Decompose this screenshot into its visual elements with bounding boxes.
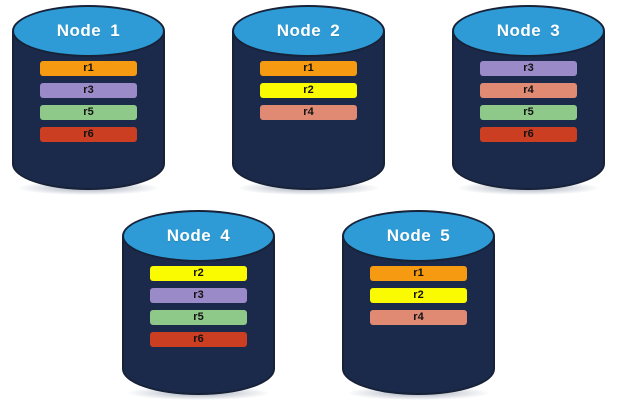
replica-list: r2 r3 r5 r6 xyxy=(150,266,247,354)
replica-list: r1 r2 r4 xyxy=(370,266,467,332)
replica-bar[interactable]: r2 xyxy=(150,266,247,281)
replica-bar[interactable]: r3 xyxy=(150,288,247,303)
cylinder-top-ellipse xyxy=(342,210,495,262)
replica-list: r1 r3 r5 r6 xyxy=(40,61,137,149)
replica-bar[interactable]: r6 xyxy=(480,127,577,142)
cylinder-top-ellipse xyxy=(122,210,275,262)
replica-bar[interactable]: r1 xyxy=(370,266,467,281)
replica-bar[interactable]: r3 xyxy=(40,83,137,98)
replica-bar[interactable]: r5 xyxy=(480,105,577,120)
replica-bar[interactable]: r1 xyxy=(40,61,137,76)
replica-bar[interactable]: r5 xyxy=(150,310,247,325)
cylinder-body xyxy=(452,31,605,190)
replica-bar[interactable]: r5 xyxy=(40,105,137,120)
cylinder-top-ellipse xyxy=(12,5,165,57)
cylinder-top-ellipse xyxy=(232,5,385,57)
replica-bar[interactable]: r6 xyxy=(40,127,137,142)
replica-bar[interactable]: r2 xyxy=(370,288,467,303)
replica-bar[interactable]: r1 xyxy=(260,61,357,76)
replica-bar[interactable]: r4 xyxy=(480,83,577,98)
cylinder-top-ellipse xyxy=(452,5,605,57)
replica-bar[interactable]: r4 xyxy=(260,105,357,120)
replica-list: r1 r2 r4 xyxy=(260,61,357,127)
replica-list: r3 r4 r5 r6 xyxy=(480,61,577,149)
replica-bar[interactable]: r4 xyxy=(370,310,467,325)
replica-bar[interactable]: r2 xyxy=(260,83,357,98)
replica-bar[interactable]: r6 xyxy=(150,332,247,347)
replica-bar[interactable]: r3 xyxy=(480,61,577,76)
